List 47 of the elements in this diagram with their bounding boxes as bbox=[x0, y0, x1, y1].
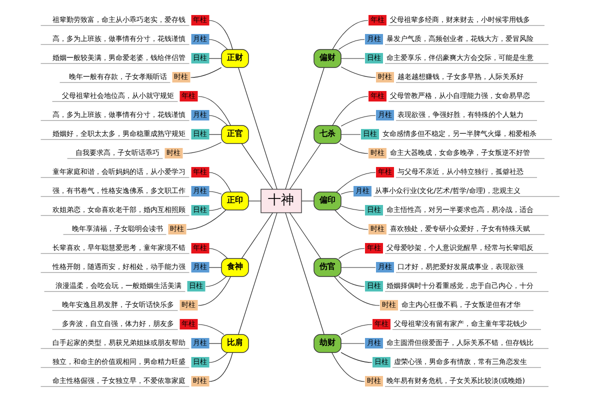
connector bbox=[336, 172, 376, 192]
connector bbox=[241, 142, 273, 189]
connector bbox=[198, 96, 231, 126]
connector bbox=[334, 276, 380, 306]
connector bbox=[332, 20, 368, 50]
connector bbox=[208, 172, 232, 192]
connector bbox=[208, 38, 228, 50]
connector bbox=[340, 342, 365, 344]
connector bbox=[340, 266, 376, 268]
connector bbox=[340, 324, 372, 334]
connector bbox=[340, 352, 372, 362]
connector bbox=[338, 276, 365, 286]
connector bbox=[290, 212, 322, 258]
connector bbox=[198, 324, 224, 334]
connector bbox=[340, 190, 354, 194]
connector bbox=[186, 209, 226, 230]
connector bbox=[334, 209, 368, 230]
connector bbox=[290, 142, 322, 189]
connector bbox=[340, 142, 368, 154]
connector bbox=[285, 212, 324, 334]
connector bbox=[338, 248, 365, 258]
connector bbox=[208, 352, 228, 362]
connector bbox=[208, 190, 222, 194]
connector bbox=[208, 20, 233, 50]
connector bbox=[332, 352, 365, 382]
connector bbox=[182, 142, 222, 154]
connector bbox=[338, 38, 365, 50]
node-box: 十神 bbox=[260, 188, 302, 213]
connector bbox=[340, 114, 376, 126]
connector bbox=[238, 212, 278, 334]
connector bbox=[208, 352, 233, 382]
connector bbox=[208, 342, 222, 344]
connector bbox=[190, 66, 222, 78]
connector bbox=[208, 248, 228, 258]
connector bbox=[301, 200, 314, 201]
connector bbox=[208, 114, 228, 126]
connector bbox=[340, 66, 376, 78]
connector bbox=[332, 96, 368, 126]
connector bbox=[198, 276, 231, 306]
connector bbox=[285, 66, 324, 189]
connector bbox=[208, 266, 222, 268]
connector bbox=[238, 66, 278, 190]
connector bbox=[205, 276, 227, 286]
connector bbox=[208, 207, 222, 210]
connector bbox=[340, 205, 365, 210]
connector bbox=[248, 200, 262, 201]
connector bbox=[241, 212, 273, 258]
